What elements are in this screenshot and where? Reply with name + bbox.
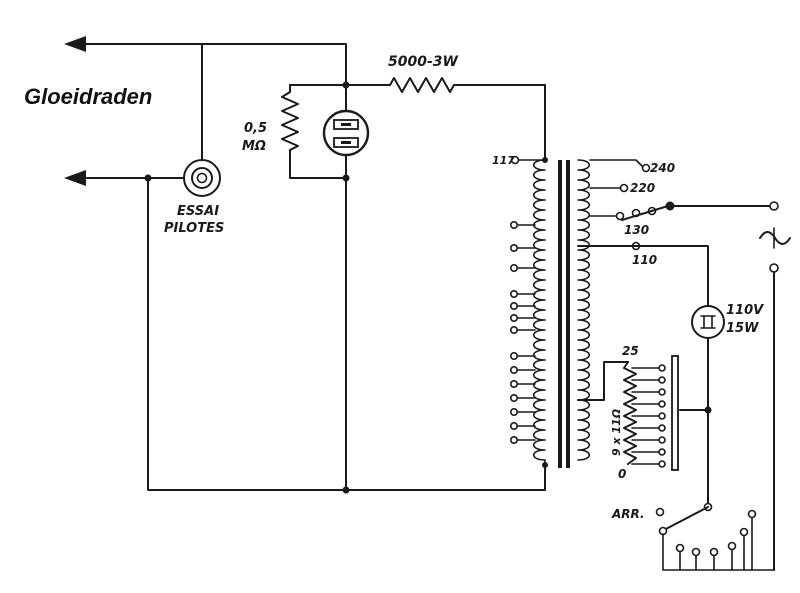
shunt-resistor-value: 0,5 [244, 121, 267, 136]
tap-130-label: 130 [624, 223, 649, 237]
socket-label-essai: ESSAI [177, 204, 219, 219]
test-socket: ESSAI PILOTES [164, 159, 224, 236]
tap-240-label: 240 [650, 161, 675, 175]
neon-tube-block: 0,5 MΩ [242, 81, 370, 491]
transformer-left-coil: 117 [492, 154, 548, 468]
output-arrows [64, 36, 347, 186]
shunt-resistor-unit: MΩ [242, 139, 266, 154]
transformer-core [558, 160, 570, 468]
resistor-chain: 25 0 9 x 11Ω [577, 344, 679, 481]
resistor-chain-label: 9 x 11Ω [610, 409, 623, 456]
socket-label-pilotes: PILOTES [164, 221, 224, 236]
tap-0-label: 0 [618, 467, 626, 481]
series-resistor-label: 5000-3W [388, 54, 459, 70]
arrow-left-icon [64, 36, 86, 52]
transformer-right-coil: 240 220 130 110 [577, 159, 791, 461]
tap-110-label: 110 [632, 253, 657, 267]
tap-220-label: 220 [630, 181, 655, 195]
page-title: Gloeidraden [24, 84, 152, 109]
switch-off-label: ARR. [611, 507, 645, 521]
tap-25-label: 25 [622, 344, 639, 358]
lamp-voltage-label: 110V [726, 303, 764, 318]
arrow-left-icon [64, 170, 86, 186]
tap-117-label: 117 [492, 154, 515, 167]
lamp-power-label: 15W [726, 321, 759, 336]
series-resistor: 5000-3W [345, 54, 546, 161]
selector-switch: ARR. [611, 271, 775, 571]
indicator-lamp: 110V 15W [577, 245, 764, 512]
